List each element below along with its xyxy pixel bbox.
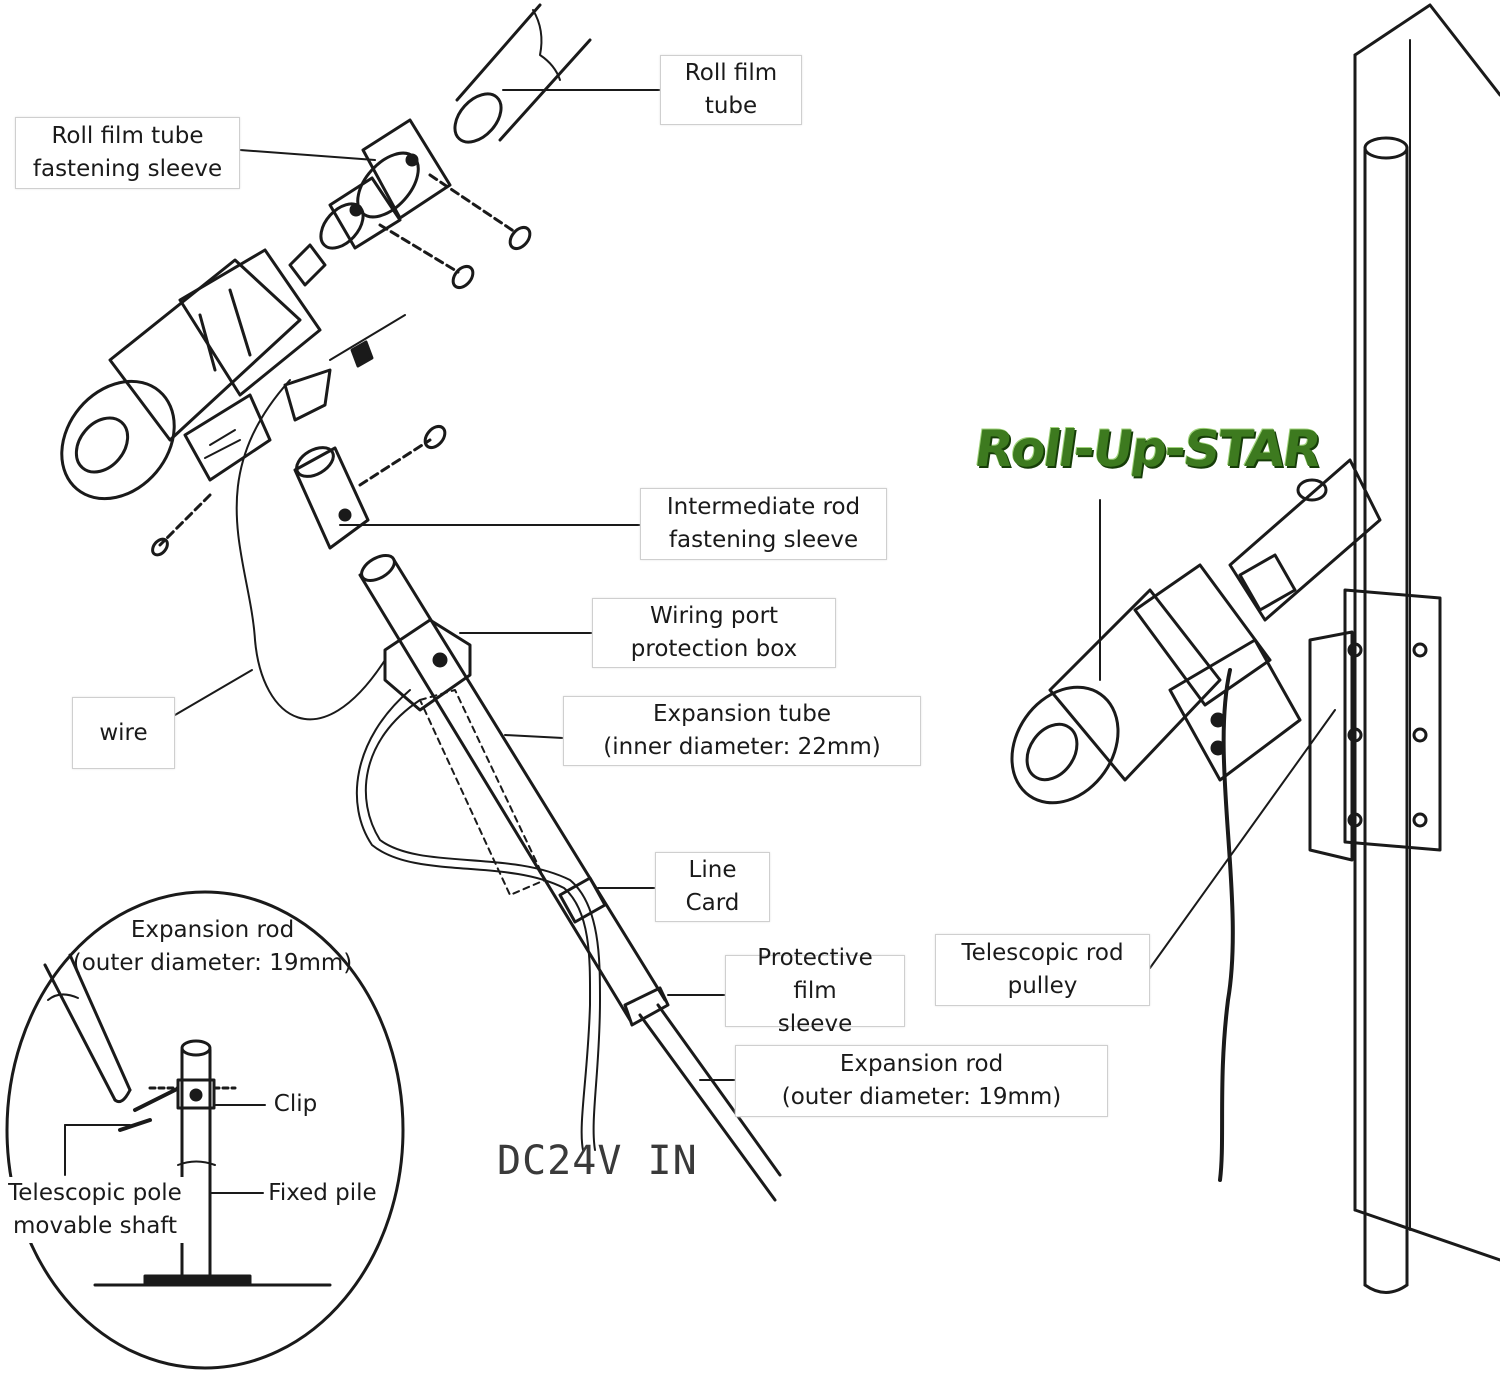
label-expansion-rod: Expansion rod (outer diameter: 19mm)	[735, 1045, 1108, 1117]
label-expansion-tube: Expansion tube (inner diameter: 22mm)	[563, 696, 921, 766]
protective-film-sleeve	[623, 986, 670, 1027]
label-roll-film-tube: Roll film tube	[660, 55, 802, 125]
roll-film-tube	[453, 3, 592, 144]
line-card	[558, 876, 607, 924]
wiring-port-protection-box	[383, 618, 472, 712]
inset-label-telescopic-pole-movable-shaft: Telescopic pole movable shaft	[5, 1177, 185, 1243]
label-protective-film-sleeve: Protective film sleeve	[725, 945, 905, 1037]
expansion-tube-and-rod	[358, 554, 782, 1202]
brand-logo: Roll-Up-STAR	[970, 420, 1324, 478]
label-line-card: Line Card	[655, 852, 770, 922]
installed-assembly	[1010, 3, 1500, 1294]
label-wiring-port-protection-box: Wiring port protection box	[592, 598, 836, 668]
pointer-lines	[174, 89, 1336, 1081]
wire	[235, 379, 601, 1151]
inset-detail	[5, 890, 405, 1370]
inset-label-fixed-pile: Fixed pile	[268, 1180, 377, 1206]
label-intermediate-rod-fastening-sleeve: Intermediate rod fastening sleeve	[640, 488, 887, 560]
label-wire: wire	[72, 697, 175, 769]
label-telescopic-rod-pulley: Telescopic rod pulley	[935, 934, 1150, 1006]
intermediate-rod-fastening-sleeve	[293, 424, 447, 550]
inset-label-expansion-rod: Expansion rod (outer diameter: 19mm)	[72, 917, 353, 976]
label-power-input: DC24V IN	[497, 1138, 698, 1184]
sleeve-screws	[378, 173, 532, 290]
motor-assembly	[60, 243, 406, 557]
roll-film-tube-fastening-sleeve	[319, 118, 452, 250]
label-roll-film-tube-fastening-sleeve: Roll film tube fastening sleeve	[15, 117, 240, 189]
inset-label-clip: Clip	[273, 1091, 318, 1117]
